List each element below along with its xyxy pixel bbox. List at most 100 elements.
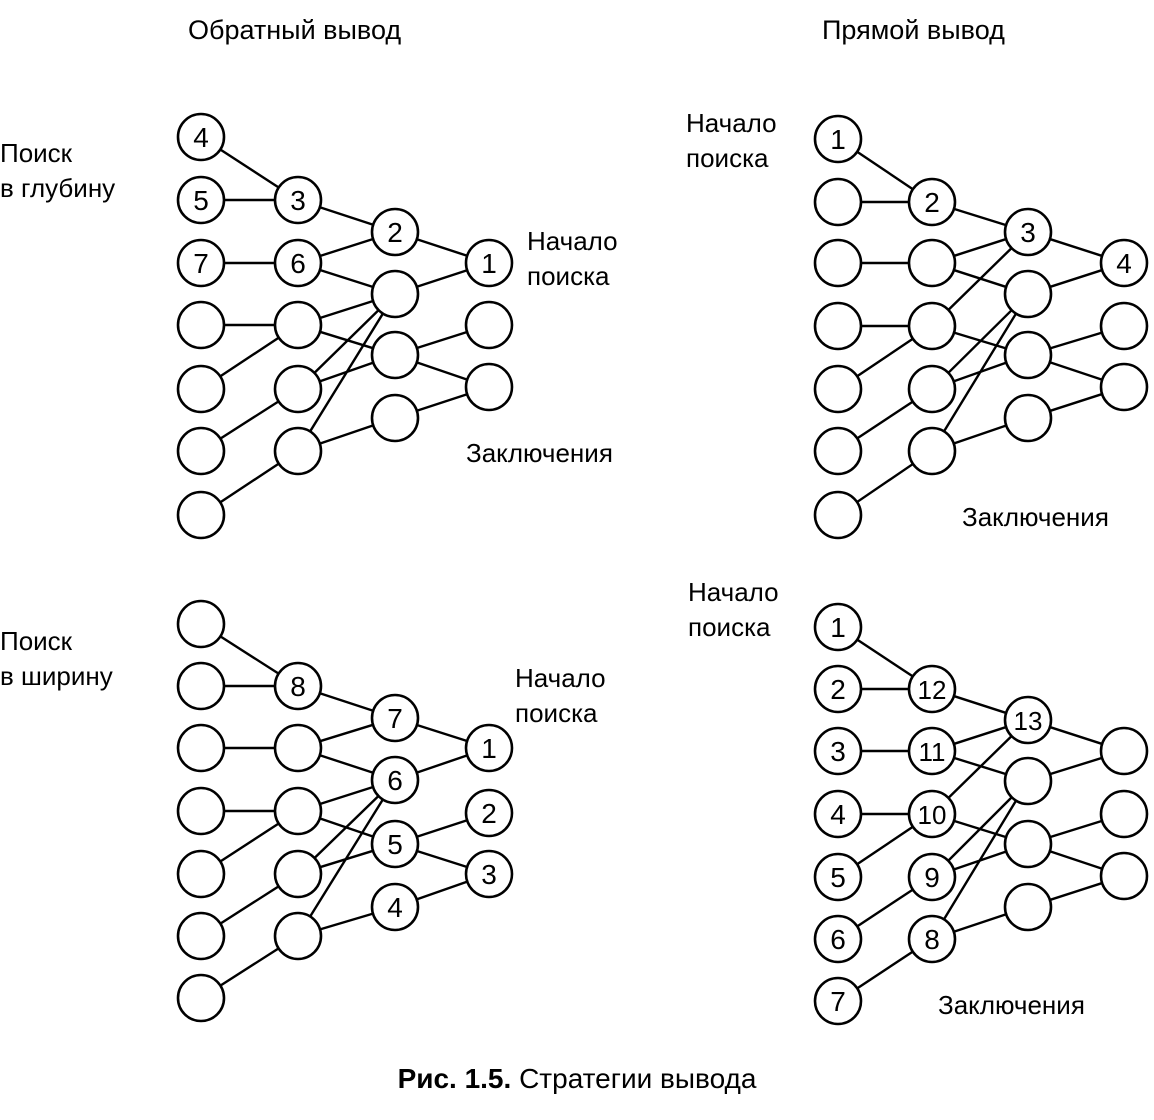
- row-label-breadth: Поиск в ширину: [0, 626, 113, 692]
- node-circle: [176, 175, 226, 225]
- node-circle: [1003, 330, 1053, 380]
- edge: [947, 796, 1013, 862]
- node-label: 1: [481, 248, 497, 279]
- node-label: 7: [830, 986, 846, 1017]
- fw-breadth-start-label: Начало поиска: [688, 577, 779, 643]
- node-circle: [1003, 756, 1053, 806]
- edge: [219, 947, 280, 987]
- node-circle: [907, 789, 957, 839]
- node-circle: [1099, 362, 1149, 412]
- node-circle: [176, 300, 226, 350]
- node-circle: [176, 238, 226, 288]
- node-circle: [813, 602, 863, 652]
- node-label: 4: [830, 799, 846, 830]
- edge: [415, 849, 469, 869]
- edge: [1048, 819, 1104, 839]
- heading-forward: Прямой вывод: [822, 15, 1005, 45]
- bw-depth-conclusions-label: Заключения: [466, 438, 613, 468]
- node-circle: [273, 364, 323, 414]
- edge: [1048, 268, 1104, 289]
- node-circle: [370, 693, 420, 743]
- node-circle: [176, 112, 226, 162]
- edge: [1048, 331, 1104, 350]
- edge: [318, 424, 375, 445]
- node-label: 12: [918, 675, 947, 705]
- node-circle: [176, 661, 226, 711]
- node-circle: [907, 364, 957, 414]
- node-circle: [907, 914, 957, 964]
- node-circle: [813, 238, 863, 288]
- edge: [855, 462, 915, 504]
- node-circle: [813, 726, 863, 776]
- edge: [855, 950, 915, 990]
- node-circle: [813, 664, 863, 714]
- node-label: 11: [919, 737, 946, 767]
- node-circle: [176, 911, 226, 961]
- node-label: 1: [830, 612, 846, 643]
- node-label: 2: [830, 674, 846, 705]
- node-circle: [813, 914, 863, 964]
- node-circle: [907, 177, 957, 227]
- edge: [219, 400, 280, 440]
- edge: [947, 246, 1013, 312]
- node-circle: [273, 238, 323, 288]
- node-label: 2: [481, 798, 497, 829]
- edge: [219, 148, 280, 189]
- node-circle: [813, 789, 863, 839]
- node-circle: [907, 664, 957, 714]
- node-circle: [273, 175, 323, 225]
- node-circle: [370, 819, 420, 869]
- node-circle: [1099, 726, 1149, 776]
- node-circle: [273, 911, 323, 961]
- node-circle: [370, 393, 420, 443]
- node-circle: [176, 364, 226, 414]
- node-circle: [176, 599, 226, 649]
- node-label: 9: [924, 862, 940, 893]
- node-circle: [1003, 269, 1053, 319]
- node-circle: [464, 849, 514, 899]
- node-circle: [1099, 301, 1149, 351]
- node-label: 2: [924, 187, 940, 218]
- node-label: 6: [290, 248, 306, 279]
- edge: [952, 694, 1008, 715]
- caption-number: Рис. 1.5.: [397, 1063, 512, 1094]
- node-circle: [464, 723, 514, 773]
- node-circle: [176, 849, 226, 899]
- node-label: 8: [924, 924, 940, 955]
- node-label: 3: [1020, 217, 1036, 248]
- node-circle: [813, 114, 863, 164]
- node-circle: [273, 661, 323, 711]
- node-circle: [813, 490, 863, 540]
- node-circle: [1099, 789, 1149, 839]
- node-circle: [370, 882, 420, 932]
- node-circle: [176, 723, 226, 773]
- node-circle: [176, 490, 226, 540]
- edge: [415, 723, 469, 743]
- node-label: 2: [387, 217, 403, 248]
- edge: [415, 238, 469, 257]
- node-circle: [813, 364, 863, 414]
- edge: [415, 330, 469, 350]
- node-label: 10: [918, 800, 947, 830]
- node-circle: [907, 726, 957, 776]
- caption-text: Стратегии вывода: [511, 1063, 757, 1094]
- edge: [855, 825, 915, 866]
- node-circle: [813, 426, 863, 476]
- node-label: 1: [830, 124, 846, 155]
- edge: [1048, 850, 1104, 870]
- node-label: 8: [290, 671, 306, 702]
- node-circle: [464, 362, 514, 412]
- edge: [318, 299, 375, 320]
- node-circle: [907, 852, 957, 902]
- node-label: 6: [830, 924, 846, 955]
- node-label: 5: [830, 862, 846, 893]
- edge: [318, 692, 375, 712]
- node-label: 3: [290, 185, 306, 216]
- edge: [947, 734, 1013, 800]
- edge: [1048, 392, 1104, 413]
- node-circle: [176, 973, 226, 1023]
- edge: [218, 336, 281, 378]
- edge: [415, 880, 469, 901]
